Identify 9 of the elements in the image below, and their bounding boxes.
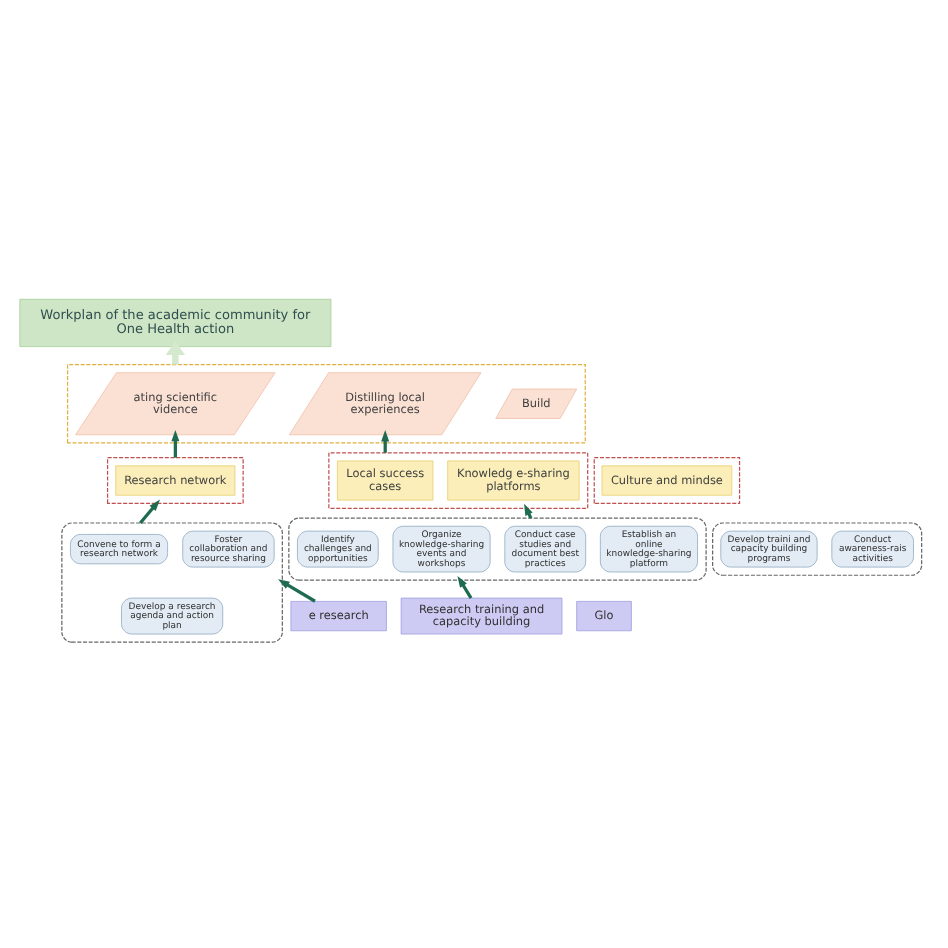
cluster [61, 522, 283, 643]
cluster [288, 517, 707, 581]
arrow [278, 579, 316, 603]
cluster [593, 457, 741, 504]
cluster [328, 452, 589, 509]
arrow [139, 499, 160, 525]
cluster [712, 522, 923, 576]
arrow [457, 575, 473, 599]
cluster [107, 457, 244, 504]
